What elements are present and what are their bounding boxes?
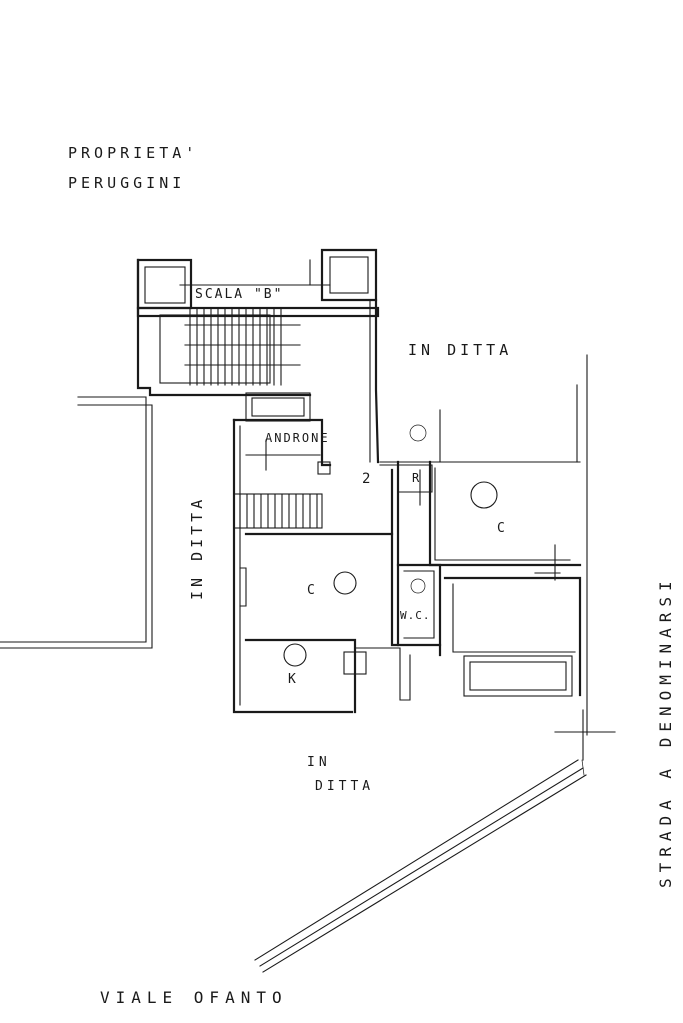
label-number-2: 2 (362, 471, 375, 487)
label-proprieta-2: PERUGGINI (68, 174, 186, 192)
stair-treads-bottom (233, 493, 323, 529)
label-in-ditta-bottom-2: DITTA (315, 779, 375, 794)
label-strada: STRADA A DENOMINARSI (656, 575, 675, 888)
label-room-r: R (412, 471, 424, 485)
label-viale-ofanto: VIALE OFANTO (100, 988, 288, 1007)
left-boundary (0, 396, 153, 649)
stair-block (136, 248, 380, 397)
street-boundary (254, 759, 587, 973)
label-room-c-right: C (497, 521, 509, 536)
androne-block (232, 392, 354, 714)
label-in-ditta-bottom-1: IN (307, 755, 331, 770)
label-room-c-left: C (307, 583, 319, 598)
label-androne: ANDRONE (265, 431, 330, 445)
label-room-wc: W.C. (400, 609, 431, 622)
label-in-ditta-left: IN DITTA (188, 495, 206, 600)
stair-treads-top (184, 307, 301, 386)
apartment-walls (239, 409, 582, 714)
label-scala-b: SCALA "B" (195, 287, 284, 302)
label-in-ditta-top: IN DITTA (408, 341, 513, 359)
label-proprieta-1: PROPRIETA' (68, 144, 199, 162)
label-room-k: K (288, 672, 300, 687)
